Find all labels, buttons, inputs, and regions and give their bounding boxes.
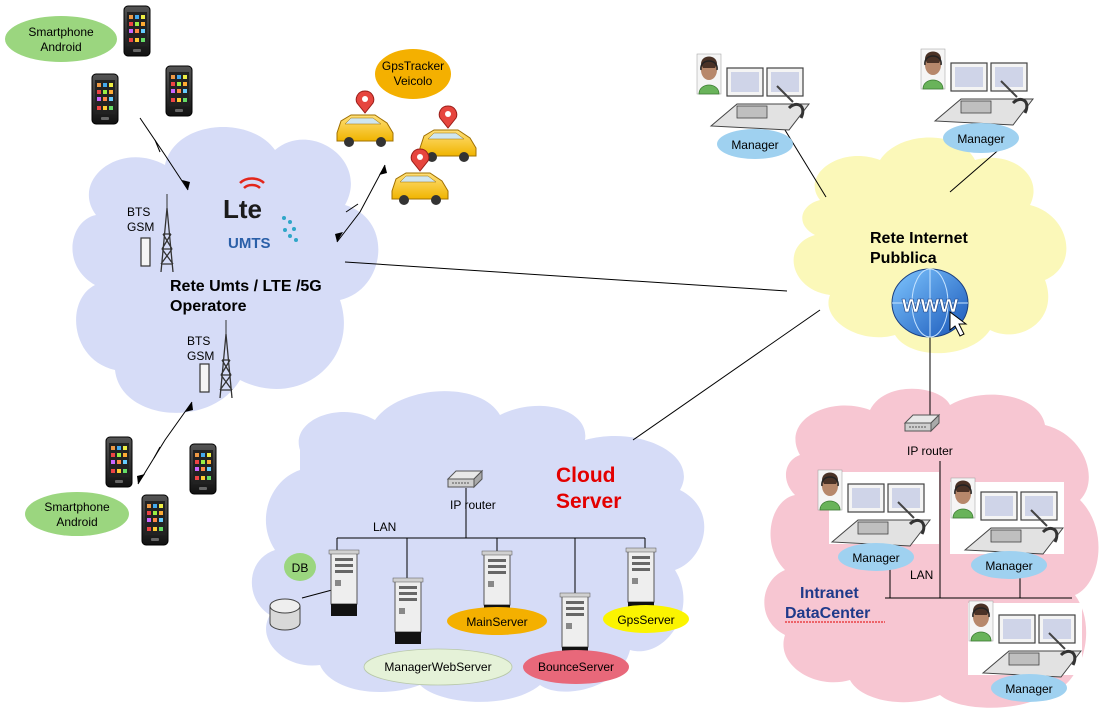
smartphone-bottom-left-1-icon bbox=[105, 436, 133, 488]
cloud-router-icon bbox=[447, 470, 483, 488]
smartphone-android-bottom-badge: Smartphone Android bbox=[25, 492, 129, 536]
manager-web-server-label: ManagerWebServer bbox=[384, 660, 491, 674]
manager-dc-1-badge: Manager bbox=[838, 543, 914, 571]
bounce-server-label: BounceServer bbox=[538, 660, 614, 674]
mobile-cloud-title-line1: Rete Umts / LTE /5G bbox=[170, 278, 322, 295]
umts-logo: UMTS bbox=[228, 216, 298, 252]
manager-internet-1-label: Manager bbox=[731, 138, 778, 152]
gps-server-badge: GpsServer bbox=[603, 605, 689, 633]
manager-dc-2-label: Manager bbox=[985, 559, 1032, 573]
bts-bottom-line1: BTS bbox=[187, 334, 210, 348]
vehicle-car-2-icon bbox=[419, 105, 477, 163]
cloud-server-cloud bbox=[251, 391, 705, 702]
www-logo-text: www bbox=[901, 291, 958, 318]
datacenter-router-label: IP router bbox=[907, 444, 953, 458]
gps-server-label: GpsServer bbox=[617, 613, 674, 627]
manager-workstation-dc-1-icon bbox=[816, 468, 939, 548]
smartphone-bottom-left-3-icon bbox=[141, 494, 169, 546]
vehicle-car-3-icon bbox=[391, 148, 449, 206]
mobile-cloud-title-line2: Operatore bbox=[170, 298, 247, 315]
manager-dc-2-badge: Manager bbox=[971, 551, 1047, 579]
bounce-server-icon bbox=[559, 592, 591, 660]
smartphone-top-left-1-icon bbox=[123, 5, 151, 57]
manager-dc-3-badge: Manager bbox=[991, 674, 1067, 702]
arrowheads bbox=[137, 165, 387, 484]
datacenter-router-icon bbox=[904, 414, 940, 432]
mobile-network-cloud bbox=[72, 127, 379, 413]
db-badge: DB bbox=[284, 553, 316, 581]
smartphone-bottom-line1: Smartphone bbox=[44, 500, 110, 514]
database-cylinder-icon bbox=[269, 598, 301, 631]
cloud-server-title-line1: Cloud bbox=[556, 464, 615, 487]
smartphone-android-top-badge: Smartphone Android bbox=[5, 16, 117, 62]
umts-logo-text: UMTS bbox=[228, 235, 271, 252]
manager-workstation-dc-3-icon bbox=[967, 599, 1083, 679]
bounce-server-badge: BounceServer bbox=[523, 650, 629, 684]
lte-logo: Lte bbox=[223, 177, 265, 224]
smartphone-bottom-left-2-icon bbox=[189, 443, 217, 495]
bts-top-line2: GSM bbox=[127, 220, 154, 234]
datacenter-title-line1: Intranet bbox=[800, 585, 859, 602]
datacenter-lan-lines bbox=[885, 461, 1072, 599]
smartphone-top-line2: Android bbox=[40, 40, 81, 54]
manager-internet-1-badge: Manager bbox=[717, 129, 793, 159]
gps-tracker-badge: GpsTracker Veicolo bbox=[375, 49, 451, 99]
manager-dc-1-label: Manager bbox=[852, 551, 899, 565]
datacenter-title-line2: DataCenter bbox=[785, 605, 870, 622]
gps-server-icon bbox=[625, 547, 657, 615]
gps-tracker-line2: Veicolo bbox=[394, 74, 433, 88]
smartphone-top-left-2-icon bbox=[91, 73, 119, 125]
lte-logo-text: Lte bbox=[223, 194, 262, 224]
connection-lines bbox=[137, 117, 1011, 485]
manager-workstation-dc-2-icon bbox=[949, 476, 1065, 556]
manager-dc-3-label: Manager bbox=[1005, 682, 1052, 696]
main-server-label: MainServer bbox=[466, 615, 527, 629]
cloud-lan-lines bbox=[301, 488, 646, 599]
manager-workstation-internet-2-icon bbox=[919, 47, 1035, 127]
gps-tracker-line1: GpsTracker bbox=[382, 59, 444, 73]
vehicle-car-1-icon bbox=[336, 90, 394, 148]
db-label: DB bbox=[292, 561, 309, 575]
www-globe-icon: www bbox=[891, 268, 969, 338]
manager-web-server-icon bbox=[392, 577, 424, 645]
bts-top-line1: BTS bbox=[127, 205, 150, 219]
manager-workstation-internet-1-icon bbox=[695, 52, 811, 132]
bts-bottom-line2: GSM bbox=[187, 349, 214, 363]
datacenter-lan-label: LAN bbox=[910, 568, 933, 582]
smartphone-bottom-line2: Android bbox=[56, 515, 97, 529]
cloud-router-label: IP router bbox=[450, 498, 496, 512]
smartphone-top-left-3-icon bbox=[165, 65, 193, 117]
internet-cloud bbox=[793, 137, 1067, 354]
main-server-badge: MainServer bbox=[447, 607, 547, 635]
cloud-lan-label: LAN bbox=[373, 520, 396, 534]
smartphone-top-line1: Smartphone bbox=[28, 25, 94, 39]
manager-internet-2-label: Manager bbox=[957, 132, 1004, 146]
db-server-icon bbox=[328, 549, 360, 617]
internet-cloud-title-line2: Pubblica bbox=[870, 250, 937, 267]
internet-cloud-title-line1: Rete Internet bbox=[870, 230, 968, 247]
cloud-server-title-line2: Server bbox=[556, 490, 621, 513]
manager-internet-2-badge: Manager bbox=[943, 123, 1019, 153]
manager-web-server-badge: ManagerWebServer bbox=[363, 648, 513, 686]
